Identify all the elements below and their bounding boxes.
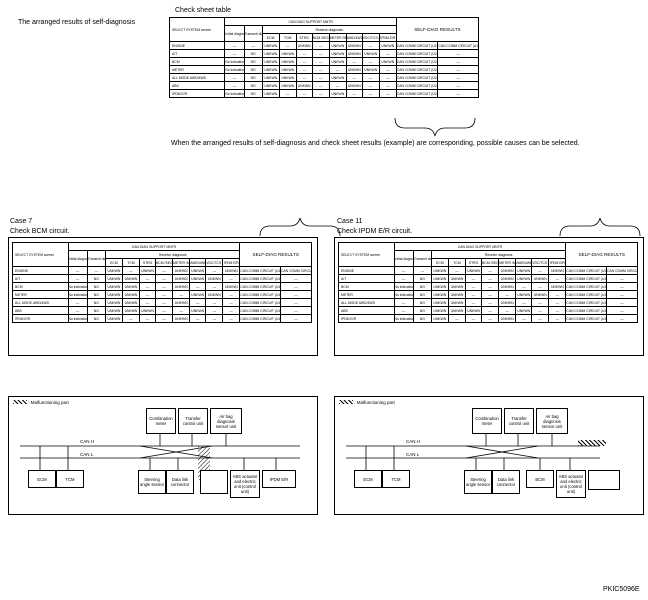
- diagram-right-frame: : Malfunctioning part: [334, 396, 644, 515]
- airbag-unit-box: Air bag diagnosis sensor unit: [210, 408, 242, 434]
- bcm-malfunction-box: [200, 470, 228, 494]
- abs-unit-box: ABS actuator and electric unit (control …: [230, 470, 260, 498]
- hdr-results: SELF-DIAG RESULTS: [395, 17, 480, 42]
- legend-left: : Malfunctioning part: [13, 400, 69, 405]
- hdr-transmit: Transmit diagnosis: [412, 250, 432, 267]
- table-cell: No indication: [67, 314, 88, 323]
- transfer-unit-box: Transfer control unit: [504, 408, 534, 434]
- case7-subtitle: Check BCM circuit.: [10, 228, 70, 235]
- table-cell: —: [447, 314, 467, 323]
- table-cell: —: [548, 314, 567, 323]
- combination-meter-box: Combination meter: [472, 408, 502, 434]
- table-cell: No indication: [224, 89, 245, 98]
- result-cell: —: [605, 314, 639, 323]
- steering-sensor-box: Steering angle sensor: [138, 470, 166, 494]
- data-link-box: Data link connector: [166, 470, 194, 494]
- case11-subtitle: Check IPDM E/R circuit.: [337, 228, 413, 235]
- tcm-box: TCM: [56, 470, 84, 488]
- ecm-box: ECM: [354, 470, 382, 488]
- table-cell: UNKWN: [430, 314, 449, 323]
- result-cell: —: [279, 314, 313, 323]
- data-link-box: Data link connector: [492, 470, 520, 494]
- table-cell: UNKWN: [498, 314, 517, 323]
- hdr-results: SELF-DIAG RESULTS: [239, 242, 312, 267]
- table-cell: NG: [243, 89, 263, 98]
- abs-unit-box: ABS actuator and electric unit (control …: [556, 470, 586, 498]
- table-cell: —: [222, 314, 241, 323]
- legend-hatch-swatch: [13, 400, 27, 404]
- hdr-select: SELECT SYSTEM screen: [168, 17, 226, 42]
- ipdm-malfunction-box: [588, 470, 620, 490]
- ecm-box: ECM: [28, 470, 56, 488]
- check-sheet-table: SELECT SYSTEM screen CAN DIAG SUPPORT MN…: [168, 17, 480, 98]
- case11-table: SELECT SYSTEM screen CAN DIAG SUPPORT MN…: [338, 242, 639, 323]
- tcm-box: TCM: [382, 470, 410, 488]
- table-cell: —: [121, 314, 141, 323]
- table-cell: UNKWN: [328, 89, 347, 98]
- case7-table: SELECT SYSTEM screen CAN DIAG SUPPORT MN…: [12, 242, 313, 323]
- heading-self-diagnosis: The arranged results of self-diagnosis: [18, 19, 136, 26]
- heading-check-sheet: Check sheet table: [175, 7, 232, 14]
- airbag-unit-box: Air bag diagnosis sensor unit: [536, 408, 568, 434]
- transfer-unit-box: Transfer control unit: [178, 408, 208, 434]
- case7-frame: [8, 237, 318, 356]
- table-cell: No indication: [393, 314, 414, 323]
- can-h-right: CAN H: [406, 439, 421, 444]
- combination-meter-box: Combination meter: [146, 408, 176, 434]
- can-l-right: CAN L: [406, 452, 420, 457]
- can-h-left: CAN H: [80, 439, 95, 444]
- diagram-left-frame: : Malfunctioning part: [8, 396, 318, 515]
- table-cell: —: [481, 314, 500, 323]
- ipdm-line-malfunction: [578, 440, 606, 446]
- table-cell: NG: [412, 314, 432, 323]
- steering-sensor-box: Steering angle sensor: [464, 470, 492, 494]
- table-cell: UNKWN: [172, 314, 191, 323]
- case11-title: Case 11: [337, 218, 363, 225]
- ipdm-box: IPDM E/R: [262, 470, 296, 488]
- legend-text: Malfunctioning part: [356, 400, 395, 405]
- legend-right: : Malfunctioning part: [339, 400, 395, 405]
- legend-text: Malfunctioning part: [30, 400, 69, 405]
- table-cell: —: [378, 89, 397, 98]
- hdr-initial: Initial diagnosis: [393, 250, 414, 267]
- result-cell: —: [437, 89, 479, 98]
- case7-title: Case 7: [10, 218, 33, 225]
- table-cell: NG: [86, 314, 106, 323]
- figure-code: PKIC5096E: [603, 586, 640, 593]
- caption-text: When the arranged results of self-diagno…: [171, 140, 580, 147]
- table-cell: —: [278, 89, 297, 98]
- bcm-box: BCM: [526, 470, 554, 488]
- case11-frame: [334, 237, 644, 356]
- can-l-left: CAN L: [80, 452, 94, 457]
- legend-hatch-swatch: [339, 400, 353, 404]
